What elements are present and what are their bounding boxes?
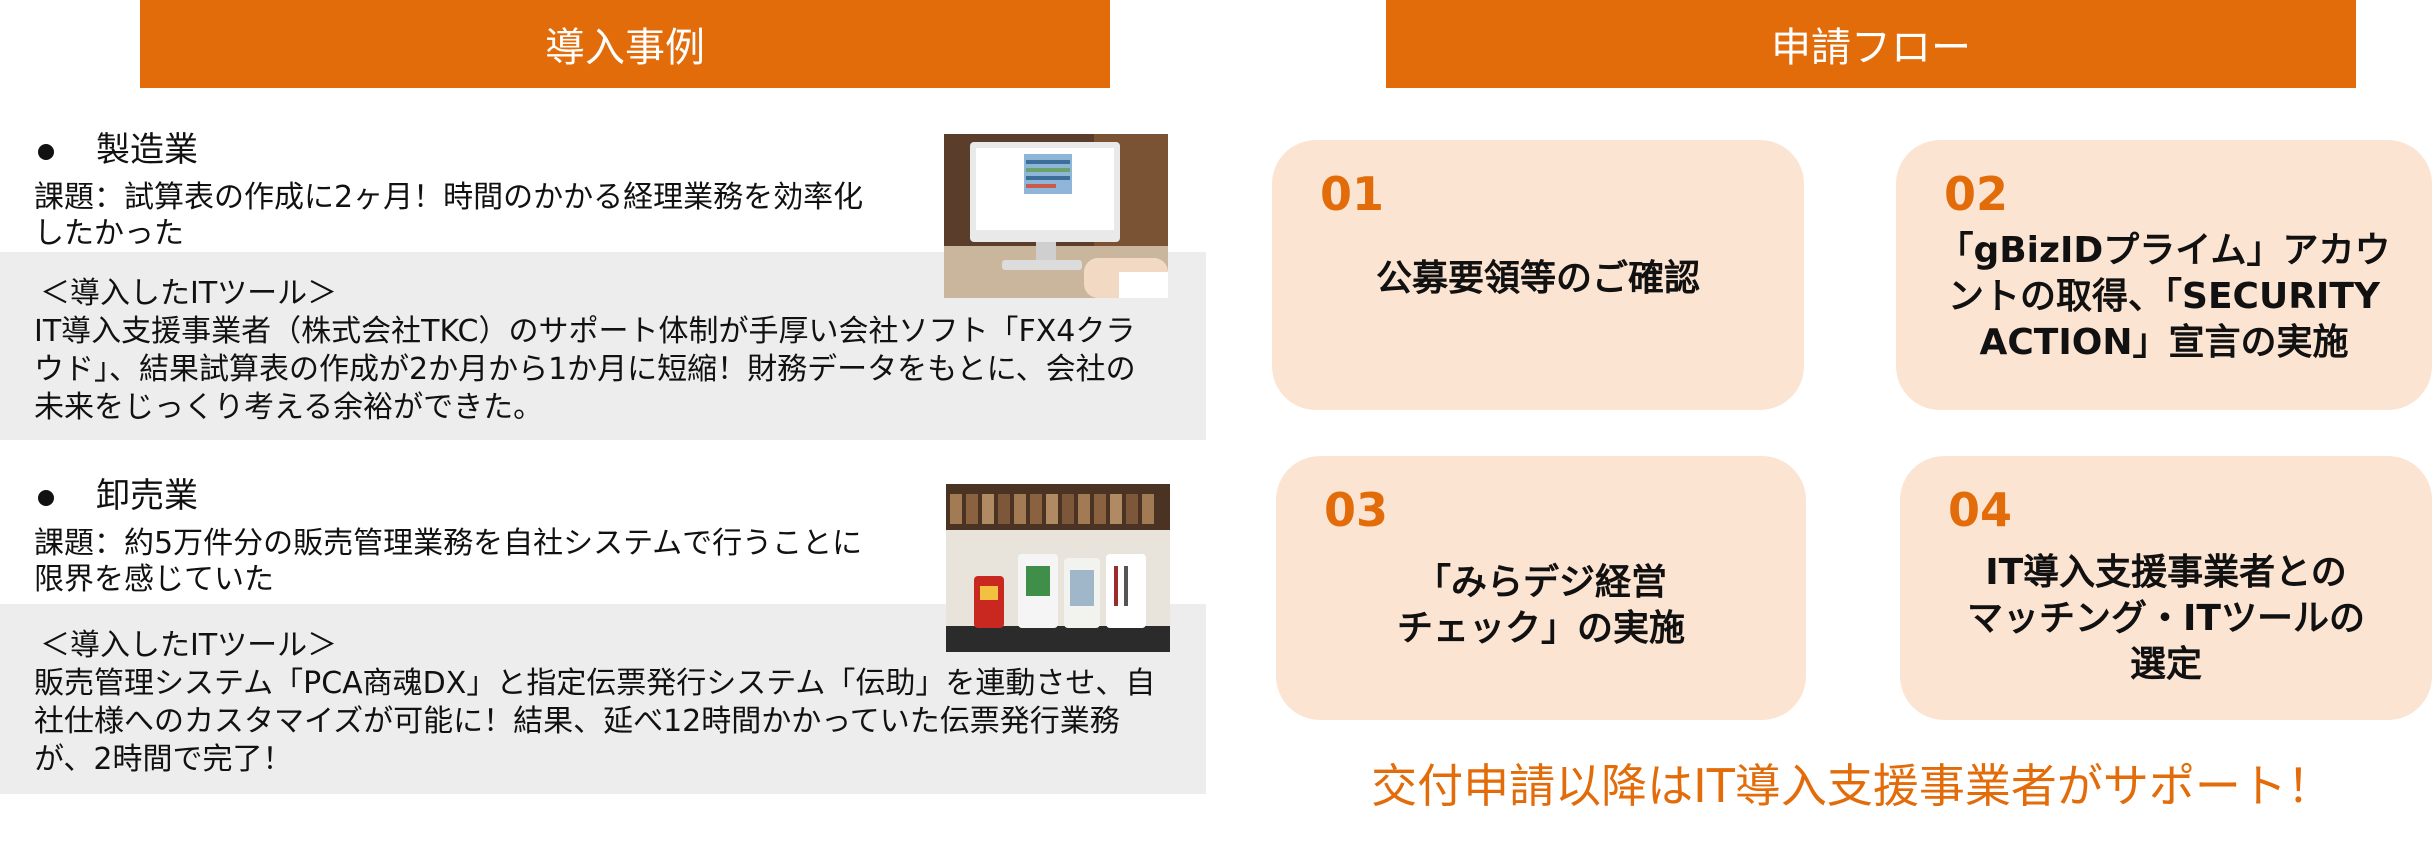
step-number: 03 <box>1324 483 1389 537</box>
step-number: 02 <box>1944 167 2009 221</box>
manufacturing-photo <box>944 134 1168 298</box>
case-2-industry: 卸売業 <box>96 476 198 516</box>
step-text-line: マッチング・ITツールの <box>1967 598 2365 639</box>
step-text-line: 「みらデジ経営 <box>1414 562 1667 603</box>
case-2-issue-line-1: 課題：約5万件分の販売管理業務を自社システムで行うことに <box>34 526 863 561</box>
step-card-02: 02 「gBizIDプライム」アカウ ントの取得、「SECURITY ACTIO… <box>1896 140 2432 410</box>
case-1-tool-heading: ＜導入したITツール＞ <box>40 276 338 311</box>
case-2-tool-heading: ＜導入したITツール＞ <box>40 628 338 663</box>
step-text-line: ACTION」宣言の実施 <box>1979 322 2349 363</box>
application-flow-title: 申請フロー <box>1771 25 1971 71</box>
step-card-03: 03 「みらデジ経営 チェック」の実施 <box>1276 456 1806 720</box>
case-1-result-line-3: 未来をじっくり考える余裕ができた。 <box>34 390 544 425</box>
bullet-icon <box>38 144 54 160</box>
step-text-line: 公募要領等のご確認 <box>1375 258 1700 299</box>
step-text: 「みらデジ経営 チェック」の実施 <box>1276 560 1806 652</box>
step-card-01: 01 公募要領等のご確認 <box>1272 140 1804 410</box>
case-2-result-line-3: が、2時間で完了！ <box>34 742 293 777</box>
step-text: 公募要領等のご確認 <box>1272 256 1804 302</box>
case-studies-title: 導入事例 <box>545 25 705 71</box>
case-1-issue-line-1: 課題：試算表の作成に2ヶ月！時間のかかる経理業務を効率化 <box>34 180 864 215</box>
step-text-line: 「gBizIDプライム」アカウ <box>1937 230 2391 271</box>
step-text-line: 選定 <box>2129 644 2202 685</box>
step-number: 04 <box>1948 483 2013 537</box>
step-text-line: IT導入支援事業者との <box>1985 552 2347 593</box>
step-text: 「gBizIDプライム」アカウ ントの取得、「SECURITY ACTION」宣… <box>1896 228 2432 366</box>
case-2-result-line-1: 販売管理システム「PCA商魂DX」と指定伝票発行システム「伝助」を連動させ、自 <box>34 666 1156 701</box>
case-studies-banner: 導入事例 <box>140 0 1110 88</box>
case-1-result-line-2: ウド」、結果試算表の作成が2か月から1か月に短縮！財務データをもとに、会社の <box>34 352 1136 387</box>
case-1-issue-line-2: したかった <box>34 216 184 251</box>
step-text-line: チェック」の実施 <box>1396 608 1685 649</box>
step-card-04: 04 IT導入支援事業者との マッチング・ITツールの 選定 <box>1900 456 2432 720</box>
step-number: 01 <box>1320 167 1385 221</box>
step-text: IT導入支援事業者との マッチング・ITツールの 選定 <box>1900 550 2432 688</box>
case-1-result-line-1: IT導入支援事業者（株式会社TKC）のサポート体制が手厚い会社ソフト「FX4クラ <box>34 314 1136 349</box>
support-note: 交付申請以降はIT導入支援事業者がサポート！ <box>1371 759 2333 813</box>
case-2-issue-line-2: 限界を感じていた <box>34 562 274 597</box>
application-flow-banner: 申請フロー <box>1386 0 2356 88</box>
wholesale-photo <box>946 484 1170 652</box>
case-2-result-line-2: 社仕様へのカスタマイズが可能に！結果、延べ12時間かかっていた伝票発行業務 <box>34 704 1120 739</box>
bullet-icon <box>38 490 54 506</box>
step-text-line: ントの取得、「SECURITY <box>1948 276 2380 317</box>
case-1-industry: 製造業 <box>96 130 198 170</box>
